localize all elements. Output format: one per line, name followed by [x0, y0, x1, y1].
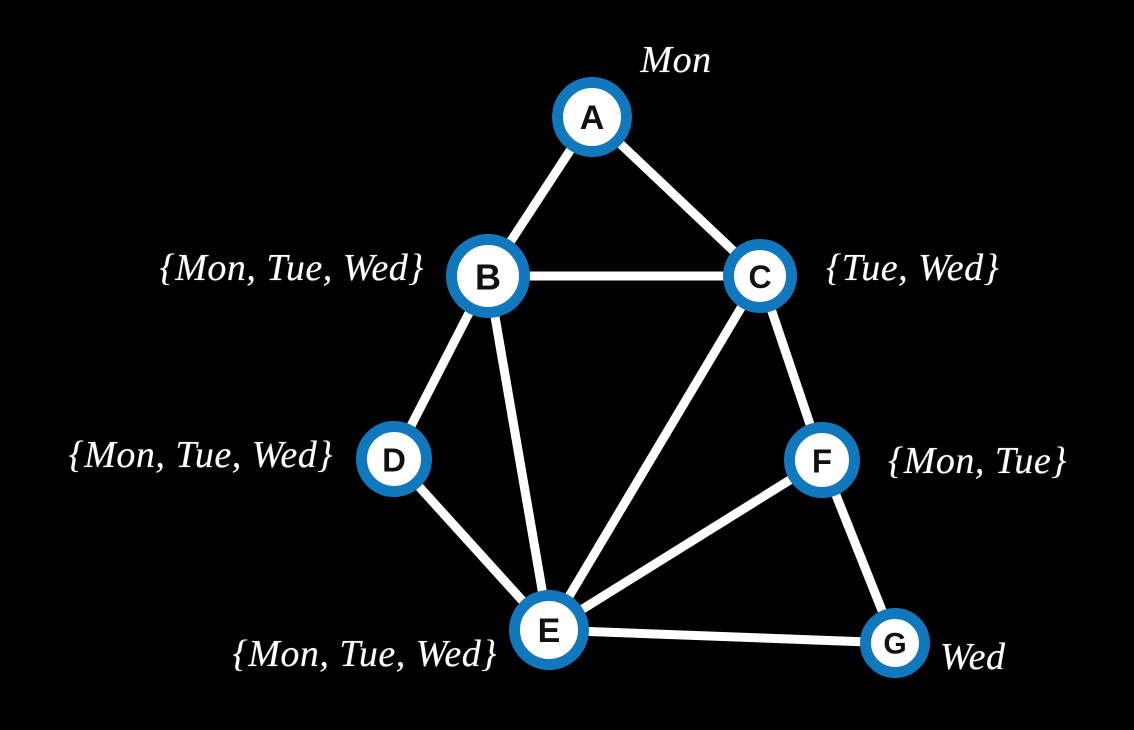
graph-node-f[interactable]: F [784, 422, 860, 498]
node-circle-d [356, 421, 432, 497]
graph-edge-c-e [544, 271, 765, 635]
domain-label-a: Mon [640, 39, 712, 81]
node-letter-g: G [883, 628, 906, 661]
domain-label-e: {Mon, Tue, Wed} [232, 633, 497, 675]
node-circle-c [723, 239, 797, 313]
graph-edge-b-e [483, 271, 554, 635]
node-circle-g [860, 608, 930, 678]
node-letter-a: A [580, 99, 605, 137]
graph-node-g[interactable]: G [860, 608, 930, 678]
domain-label-c: {Tue, Wed} [826, 247, 1000, 289]
node-circle-f [784, 422, 860, 498]
node-circle-a [552, 77, 632, 157]
edges-layer [389, 112, 900, 648]
domain-label-b: {Mon, Tue, Wed} [159, 247, 424, 289]
graph-edge-e-f [544, 455, 827, 635]
graph-node-d[interactable]: D [356, 421, 432, 497]
graph-node-b[interactable]: B [446, 234, 530, 318]
graph-edge-e-g [544, 625, 900, 648]
domain-label-d: {Mon, Tue, Wed} [68, 434, 333, 476]
nodes-layer: A B C D E F G [356, 77, 930, 678]
node-letter-b: B [475, 257, 501, 298]
node-letter-f: F [812, 443, 832, 480]
node-circle-b [446, 234, 530, 318]
domain-label-f: {Mon, Tue} [888, 440, 1067, 482]
graph-node-a[interactable]: A [552, 77, 632, 157]
graph-node-c[interactable]: C [723, 239, 797, 313]
node-circle-e [509, 590, 589, 670]
node-letter-e: E [538, 612, 561, 650]
node-letter-d: D [382, 442, 406, 479]
domain-label-g: Wed [940, 636, 1006, 678]
node-letter-c: C [748, 259, 771, 295]
graph-node-e[interactable]: E [509, 590, 589, 670]
